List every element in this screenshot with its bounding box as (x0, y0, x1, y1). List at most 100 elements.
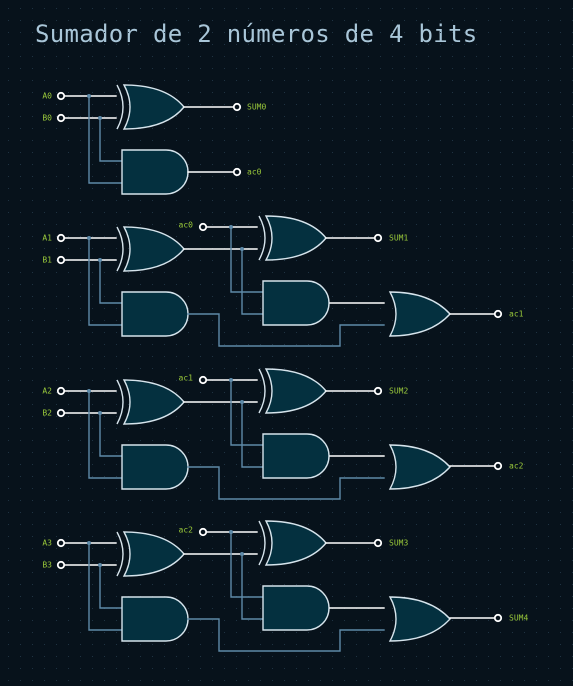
grid-dot (452, 608, 453, 609)
grid-dot (224, 512, 225, 513)
grid-dot (272, 344, 273, 345)
grid-dot (164, 140, 165, 141)
grid-dot (488, 596, 489, 597)
grid-dot (332, 164, 333, 165)
grid-dot (8, 284, 9, 285)
grid-dot (416, 68, 417, 69)
grid-dot (368, 332, 369, 333)
grid-dot (92, 224, 93, 225)
grid-dot (524, 32, 525, 33)
grid-dot (404, 20, 405, 21)
grid-dot (92, 212, 93, 213)
grid-dot (248, 8, 249, 9)
grid-dot (416, 164, 417, 165)
grid-dot (428, 20, 429, 21)
grid-dot (248, 644, 249, 645)
grid-dot (104, 32, 105, 33)
grid-dot (392, 440, 393, 441)
grid-dot (320, 92, 321, 93)
grid-dot (236, 284, 237, 285)
grid-dot (536, 104, 537, 105)
grid-dot (512, 140, 513, 141)
grid-dot (476, 44, 477, 45)
grid-dot (68, 140, 69, 141)
grid-dot (356, 176, 357, 177)
grid-dot (260, 140, 261, 141)
grid-dot (392, 260, 393, 261)
input-label-b: B3 (42, 561, 52, 570)
grid-dot (236, 512, 237, 513)
grid-dot (260, 620, 261, 621)
grid-dot (212, 20, 213, 21)
grid-dot (8, 512, 9, 513)
grid-dot (548, 284, 549, 285)
grid-dot (284, 200, 285, 201)
grid-dot (476, 596, 477, 597)
grid-dot (440, 632, 441, 633)
grid-dot (236, 140, 237, 141)
grid-dot (368, 224, 369, 225)
grid-dot (164, 44, 165, 45)
grid-dot (56, 176, 57, 177)
grid-dot (44, 500, 45, 501)
grid-dot (260, 404, 261, 405)
grid-dot (44, 164, 45, 165)
grid-dot (476, 32, 477, 33)
grid-dot (404, 68, 405, 69)
grid-dot (224, 164, 225, 165)
grid-dot (536, 572, 537, 573)
grid-dot (380, 128, 381, 129)
grid-dot (404, 236, 405, 237)
grid-dot (248, 488, 249, 489)
grid-dot (368, 308, 369, 309)
grid-dot (416, 92, 417, 93)
grid-dot (56, 512, 57, 513)
grid-dot (404, 404, 405, 405)
grid-dot (32, 152, 33, 153)
grid-dot (116, 68, 117, 69)
grid-dot (80, 224, 81, 225)
grid-dot (500, 608, 501, 609)
grid-dot (344, 188, 345, 189)
grid-dot (92, 380, 93, 381)
grid-dot (404, 416, 405, 417)
grid-dot (68, 428, 69, 429)
grid-dot (332, 140, 333, 141)
grid-dot (452, 272, 453, 273)
grid-dot (380, 260, 381, 261)
grid-dot (296, 512, 297, 513)
grid-dot (248, 44, 249, 45)
grid-dot (260, 572, 261, 573)
grid-dot (464, 416, 465, 417)
grid-dot (368, 596, 369, 597)
grid-dot (524, 668, 525, 669)
grid-dot (248, 20, 249, 21)
grid-dot (464, 368, 465, 369)
grid-dot (140, 20, 141, 21)
grid-dot (308, 152, 309, 153)
grid-dot (176, 656, 177, 657)
grid-dot (224, 536, 225, 537)
grid-dot (272, 212, 273, 213)
grid-dot (320, 344, 321, 345)
grid-dot (92, 524, 93, 525)
grid-dot (92, 104, 93, 105)
grid-dot (320, 416, 321, 417)
grid-dot (164, 356, 165, 357)
grid-dot (488, 212, 489, 213)
grid-dot (308, 272, 309, 273)
grid-dot (116, 56, 117, 57)
grid-dot (488, 116, 489, 117)
grid-dot (32, 356, 33, 357)
grid-dot (524, 296, 525, 297)
grid-dot (176, 56, 177, 57)
grid-dot (248, 620, 249, 621)
grid-dot (392, 68, 393, 69)
grid-dot (452, 560, 453, 561)
grid-dot (116, 44, 117, 45)
grid-dot (416, 512, 417, 513)
grid-dot (248, 320, 249, 321)
pin-terminal (232, 167, 242, 177)
grid-dot (284, 32, 285, 33)
grid-dot (92, 632, 93, 633)
